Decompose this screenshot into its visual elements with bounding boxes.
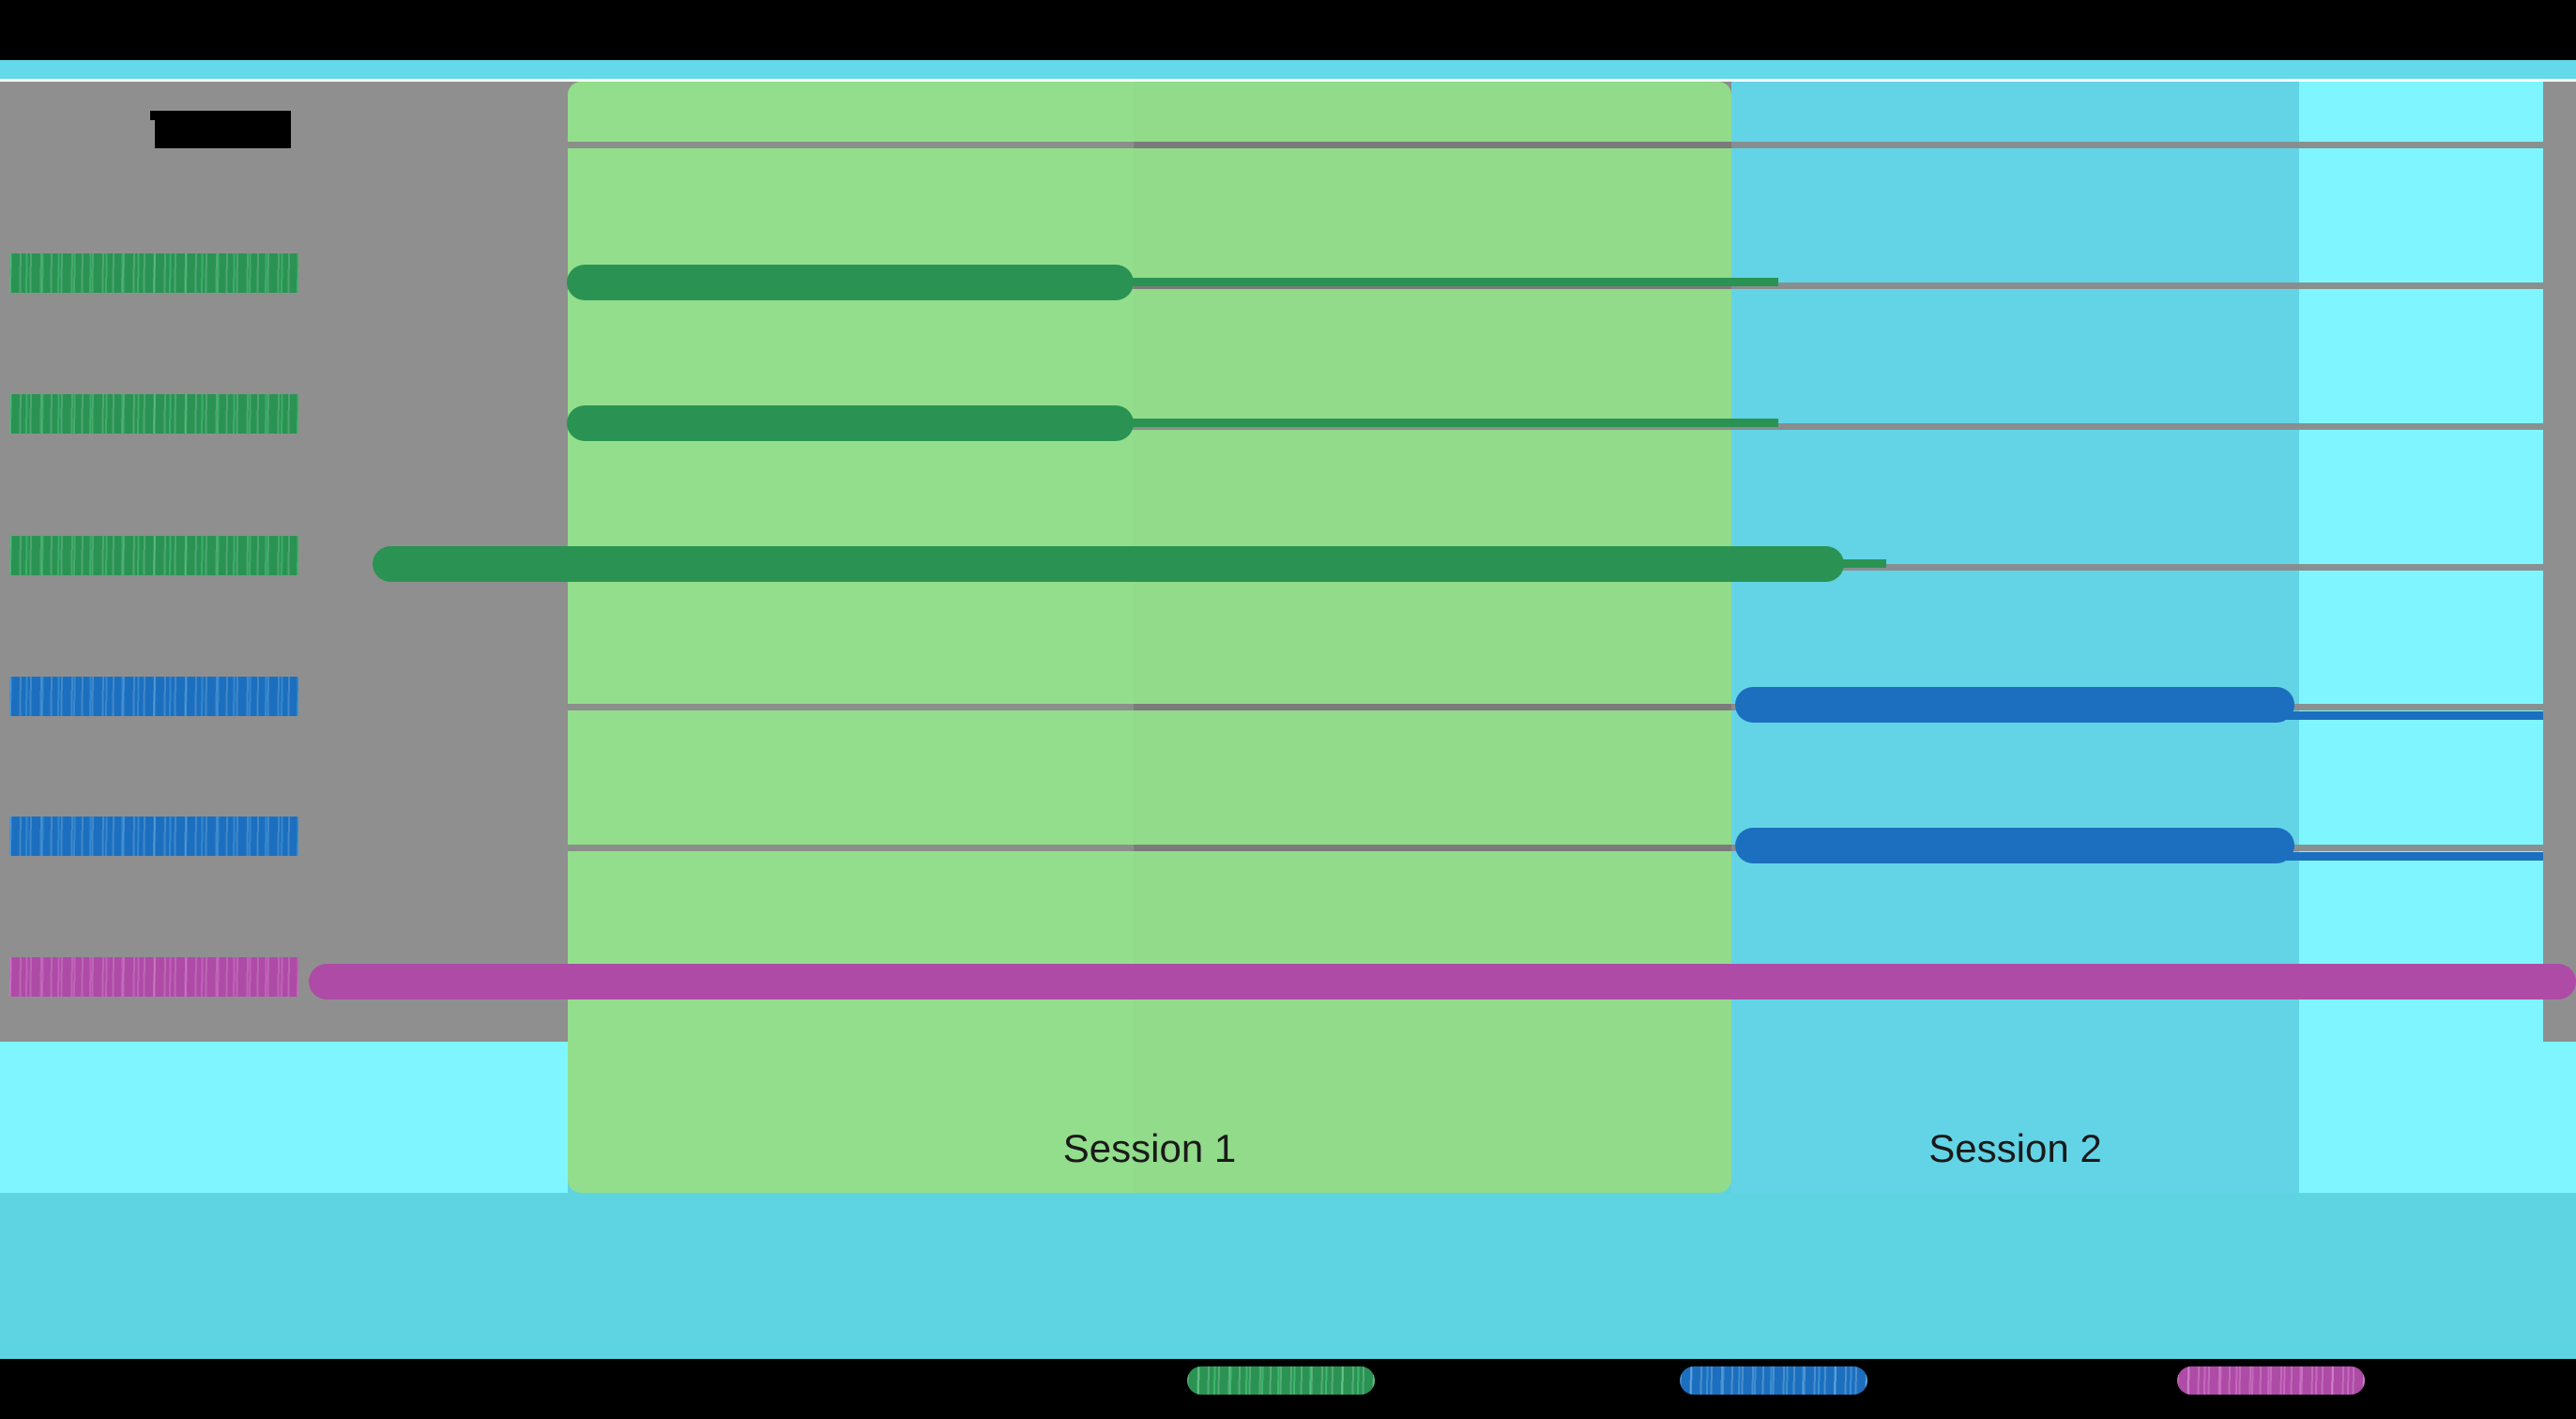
bottom-left-cyan-block (0, 1042, 568, 1193)
whisker-green-2 (1107, 419, 1778, 427)
top-black-margin (0, 0, 2576, 60)
y-axis-label-3[interactable] (9, 536, 298, 575)
legend-swatch-blue-icon (1680, 1366, 1867, 1395)
legend (0, 1359, 2576, 1419)
gridline-1-seam (1134, 142, 1731, 148)
y-axis-label-4[interactable] (9, 677, 298, 716)
bar-green-3[interactable] (373, 546, 1844, 582)
redaction-scribble (9, 957, 298, 997)
whisker-green-3 (1821, 559, 1886, 568)
y-axis-label-2[interactable] (9, 394, 298, 434)
session-1-caption: Session 1 (1062, 1126, 1237, 1170)
redaction-scribble (1680, 1366, 1867, 1395)
white-hairline-top (0, 79, 2576, 82)
redaction-scribble (9, 536, 298, 575)
y-axis-label-1[interactable] (9, 253, 298, 293)
whisker-blue-1 (2271, 711, 2543, 720)
right-grey-margin (2543, 82, 2576, 1042)
session-2-caption: Session 2 (1928, 1126, 2102, 1170)
whisker-green-1 (1107, 278, 1778, 286)
session-band-3 (2299, 82, 2576, 1193)
bar-purple-1[interactable] (309, 964, 2576, 999)
y-axis-label-6[interactable] (9, 957, 298, 997)
redaction-scribble (9, 394, 298, 434)
redaction-scribble (9, 677, 298, 716)
redaction-scribble (1187, 1366, 1375, 1395)
legend-item-blue[interactable] (1680, 1365, 1867, 1396)
gridline-6-seam (1134, 845, 1731, 851)
cyan-top-strip (0, 60, 2576, 79)
y-axis-label-column (0, 82, 298, 1042)
bar-blue-1[interactable] (1735, 687, 2294, 723)
legend-item-purple[interactable] (2177, 1365, 2365, 1396)
bar-blue-2[interactable] (1735, 828, 2294, 863)
gridline-5-seam (1134, 704, 1731, 710)
redaction-scribble (2177, 1366, 2365, 1395)
legend-top-cyan-strip (0, 1333, 2576, 1359)
chart-title-redaction (150, 111, 291, 148)
session-band-2 (1731, 82, 2299, 1193)
session-band-1 (568, 82, 1731, 1193)
y-axis-label-5[interactable] (9, 816, 298, 856)
legend-swatch-purple-icon (2177, 1366, 2365, 1395)
legend-item-green[interactable] (1187, 1365, 1375, 1396)
redaction-scribble (9, 816, 298, 856)
redaction-scribble (9, 253, 298, 293)
legend-swatch-green-icon (1187, 1366, 1375, 1395)
bar-green-2[interactable] (567, 405, 1134, 441)
bar-green-1[interactable] (567, 265, 1134, 300)
whisker-blue-2 (2271, 852, 2543, 861)
